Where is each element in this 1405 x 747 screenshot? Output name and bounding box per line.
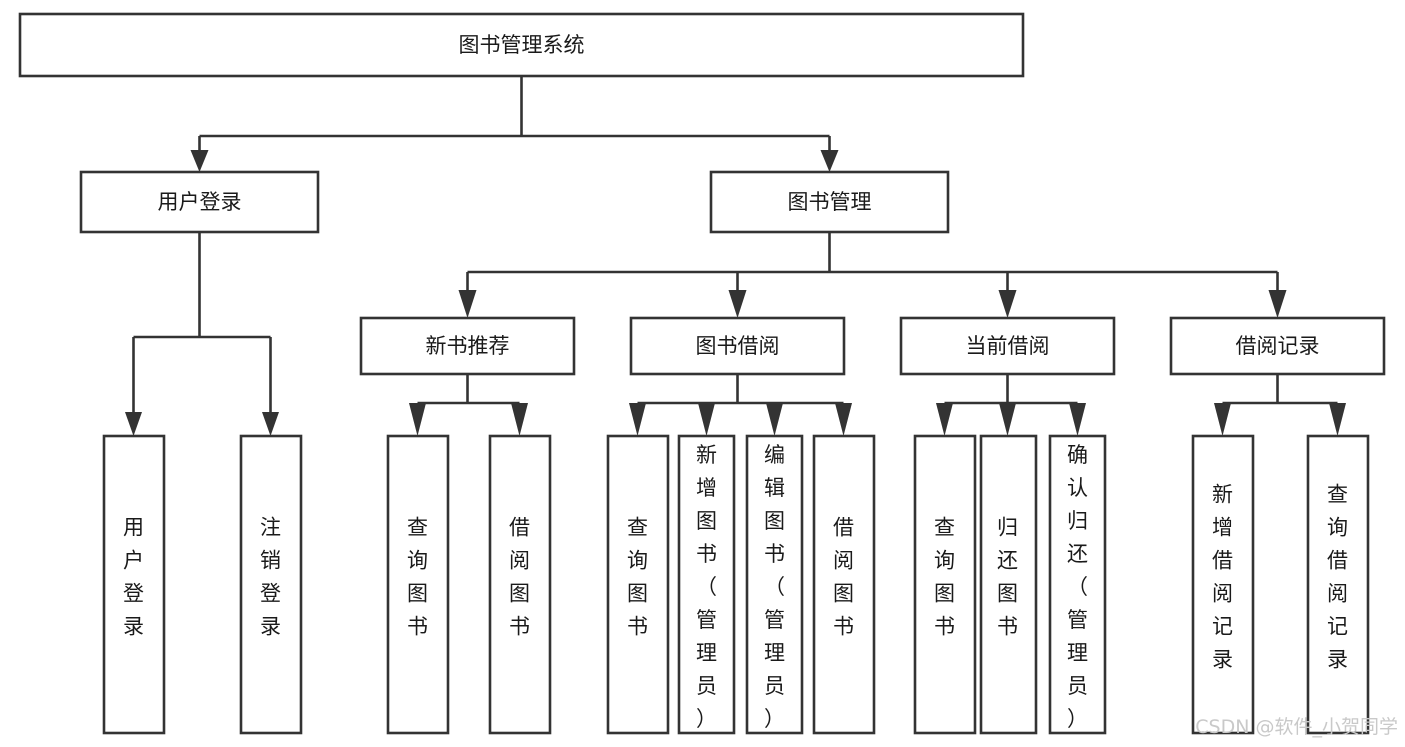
node-leaf-new-borrow-label: 借阅图书 xyxy=(509,516,530,639)
node-leaf-borrow-edit-label: 编辑图书（管理员） xyxy=(764,443,785,731)
connector-group-root xyxy=(190,76,839,172)
node-leaf-user-login[interactable]: 用户登录 xyxy=(102,434,166,735)
arrow-head-records xyxy=(1268,290,1287,318)
node-newbook-label: 新书推荐 xyxy=(426,334,510,358)
arrow-head-login xyxy=(190,150,209,172)
node-leaf-borrow-lend[interactable]: 借阅图书 xyxy=(812,434,876,735)
node-leaf-new-query-box[interactable] xyxy=(386,434,450,735)
arrow-head-current xyxy=(998,290,1017,318)
node-leaf-borrow-edit-box[interactable] xyxy=(745,434,804,735)
node-leaf-borrow-edit[interactable]: 编辑图书（管理员） xyxy=(745,434,804,735)
node-leaf-current-query[interactable]: 查询图书 xyxy=(913,434,977,735)
node-leaf-record-add-label: 新增借阅记录 xyxy=(1212,483,1233,672)
node-leaf-new-borrow-box[interactable] xyxy=(488,434,552,735)
arrow-head-leaf-current-confirm xyxy=(1069,403,1086,436)
node-login-label: 用户登录 xyxy=(158,190,242,214)
connector-group-newbook xyxy=(409,374,528,436)
node-leaf-user-logout-box[interactable] xyxy=(239,434,303,735)
node-current[interactable]: 当前借阅 xyxy=(899,316,1116,376)
node-leaf-current-return-box[interactable] xyxy=(979,434,1038,735)
arrow-head-leaf-current-return xyxy=(999,403,1016,436)
node-leaf-record-query[interactable]: 查询借阅记录 xyxy=(1306,434,1370,735)
node-borrow[interactable]: 图书借阅 xyxy=(629,316,846,376)
node-current-label: 当前借阅 xyxy=(966,334,1050,358)
node-leaf-current-return[interactable]: 归还图书 xyxy=(979,434,1038,735)
node-leaf-record-add[interactable]: 新增借阅记录 xyxy=(1191,434,1255,735)
node-leaf-new-query-label: 查询图书 xyxy=(407,516,428,639)
node-root-label: 图书管理系统 xyxy=(459,33,585,57)
node-leaf-user-login-box[interactable] xyxy=(102,434,166,735)
connector-group-login xyxy=(125,232,279,436)
node-leaf-current-query-label: 查询图书 xyxy=(934,516,955,639)
node-leaf-borrow-query[interactable]: 查询图书 xyxy=(606,434,670,735)
node-newbook[interactable]: 新书推荐 xyxy=(359,316,576,376)
arrow-head-leaf-borrow-add xyxy=(698,403,715,436)
arrow-head-leaf-borrow-edit xyxy=(766,403,783,436)
csdn-watermark: CSDN @软件_小贺同学 xyxy=(1195,716,1398,738)
node-leaf-current-confirm[interactable]: 确认归还（管理员） xyxy=(1048,434,1107,735)
arrow-head-leaf-user-logout xyxy=(262,412,279,436)
node-leaf-borrow-add-label: 新增图书（管理员） xyxy=(696,443,717,731)
arrow-head-bookmgmt xyxy=(820,150,839,172)
node-borrow-box[interactable] xyxy=(629,316,846,376)
node-leaf-borrow-query-label: 查询图书 xyxy=(627,516,648,639)
arrow-head-leaf-new-borrow xyxy=(511,403,528,436)
node-leaf-new-borrow[interactable]: 借阅图书 xyxy=(488,434,552,735)
arrow-head-leaf-borrow-lend xyxy=(835,403,852,436)
node-login[interactable]: 用户登录 xyxy=(79,170,320,234)
node-bookmgmt-box[interactable] xyxy=(709,170,950,234)
arrow-head-leaf-borrow-query xyxy=(629,403,646,436)
arrow-head-leaf-current-query xyxy=(936,403,953,436)
node-leaf-borrow-lend-label: 借阅图书 xyxy=(833,516,854,639)
connector-group-borrow xyxy=(629,374,852,436)
node-records[interactable]: 借阅记录 xyxy=(1169,316,1386,376)
node-leaf-record-query-box[interactable] xyxy=(1306,434,1370,735)
node-newbook-box[interactable] xyxy=(359,316,576,376)
node-leaf-borrow-add[interactable]: 新增图书（管理员） xyxy=(677,434,736,735)
node-root-box[interactable] xyxy=(18,12,1025,78)
connector-group-bookmgmt xyxy=(458,232,1287,318)
node-leaf-user-login-label: 用户登录 xyxy=(123,516,144,639)
node-leaf-record-query-label: 查询借阅记录 xyxy=(1327,483,1348,672)
node-bookmgmt[interactable]: 图书管理 xyxy=(709,170,950,234)
node-current-box[interactable] xyxy=(899,316,1116,376)
arrow-head-leaf-new-query xyxy=(409,403,426,436)
node-leaf-current-return-label: 归还图书 xyxy=(997,516,1018,639)
node-records-box[interactable] xyxy=(1169,316,1386,376)
node-leaf-record-add-box[interactable] xyxy=(1191,434,1255,735)
arrow-head-leaf-record-query xyxy=(1329,403,1346,436)
arrow-head-leaf-user-login xyxy=(125,412,142,436)
node-root[interactable]: 图书管理系统 xyxy=(18,12,1025,78)
node-leaf-current-confirm-label: 确认归还（管理员） xyxy=(1067,443,1088,731)
node-login-box[interactable] xyxy=(79,170,320,234)
node-leaf-current-query-box[interactable] xyxy=(913,434,977,735)
node-leaf-user-logout-label: 注销登录 xyxy=(260,516,281,639)
node-leaf-borrow-lend-box[interactable] xyxy=(812,434,876,735)
connector-group-records xyxy=(1214,374,1346,436)
node-leaf-borrow-add-box[interactable] xyxy=(677,434,736,735)
arrow-head-borrow xyxy=(728,290,747,318)
node-leaf-new-query[interactable]: 查询图书 xyxy=(386,434,450,735)
node-bookmgmt-label: 图书管理 xyxy=(788,190,872,214)
node-leaf-current-confirm-box[interactable] xyxy=(1048,434,1107,735)
arrow-head-leaf-record-add xyxy=(1214,403,1231,436)
node-records-label: 借阅记录 xyxy=(1236,334,1320,358)
node-leaf-user-logout[interactable]: 注销登录 xyxy=(239,434,303,735)
node-borrow-label: 图书借阅 xyxy=(696,334,780,358)
arrow-head-newbook xyxy=(458,290,477,318)
node-leaf-borrow-query-box[interactable] xyxy=(606,434,670,735)
connector-group-current xyxy=(936,374,1086,436)
